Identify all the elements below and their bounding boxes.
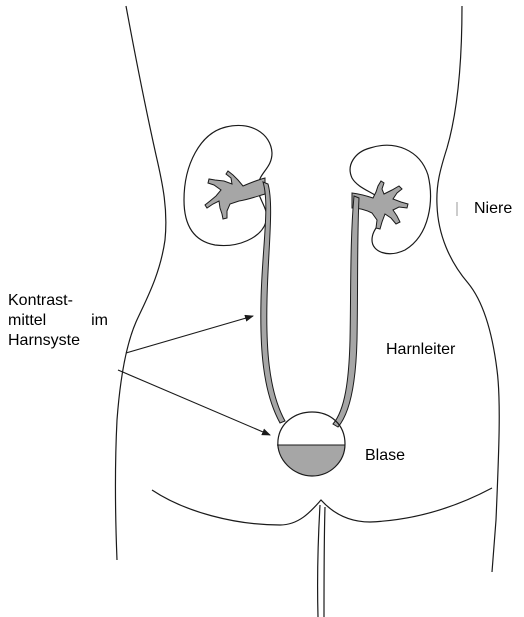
bladder-label: Blase xyxy=(365,446,405,466)
body-left-contour xyxy=(116,6,166,560)
gluteal-cleft-right xyxy=(324,507,325,617)
body-outline xyxy=(116,6,500,617)
gluteal-cleft xyxy=(318,505,320,617)
callout-line-2: mittel im xyxy=(8,311,108,331)
callout-line-3: Harnsyste xyxy=(8,331,108,351)
right-renal-pelvis xyxy=(352,181,408,229)
callout-text-2b: im xyxy=(91,311,108,331)
arrow-to-ureter xyxy=(126,316,253,353)
callout-line-1: Kontrast- xyxy=(8,291,108,311)
buttock-curve xyxy=(152,488,492,525)
ureter-label: Harnleiter xyxy=(386,340,455,360)
right-ureter xyxy=(333,196,359,427)
callout-text-3: Harnsyste xyxy=(8,331,80,351)
kidney-label: Niere xyxy=(474,199,512,219)
contrast-agent-label: Kontrast- mittel im Harnsyste xyxy=(8,291,108,351)
callout-arrows xyxy=(118,316,270,435)
callout-text-1: Kontrast- xyxy=(8,291,73,311)
bladder-contrast-fill xyxy=(277,445,345,476)
body-right-contour xyxy=(437,6,499,572)
callout-text-2a: mittel xyxy=(8,311,46,331)
ureters xyxy=(261,182,359,427)
arrow-to-bladder xyxy=(118,370,270,435)
left-kidney xyxy=(184,125,272,245)
right-kidney xyxy=(350,145,430,253)
